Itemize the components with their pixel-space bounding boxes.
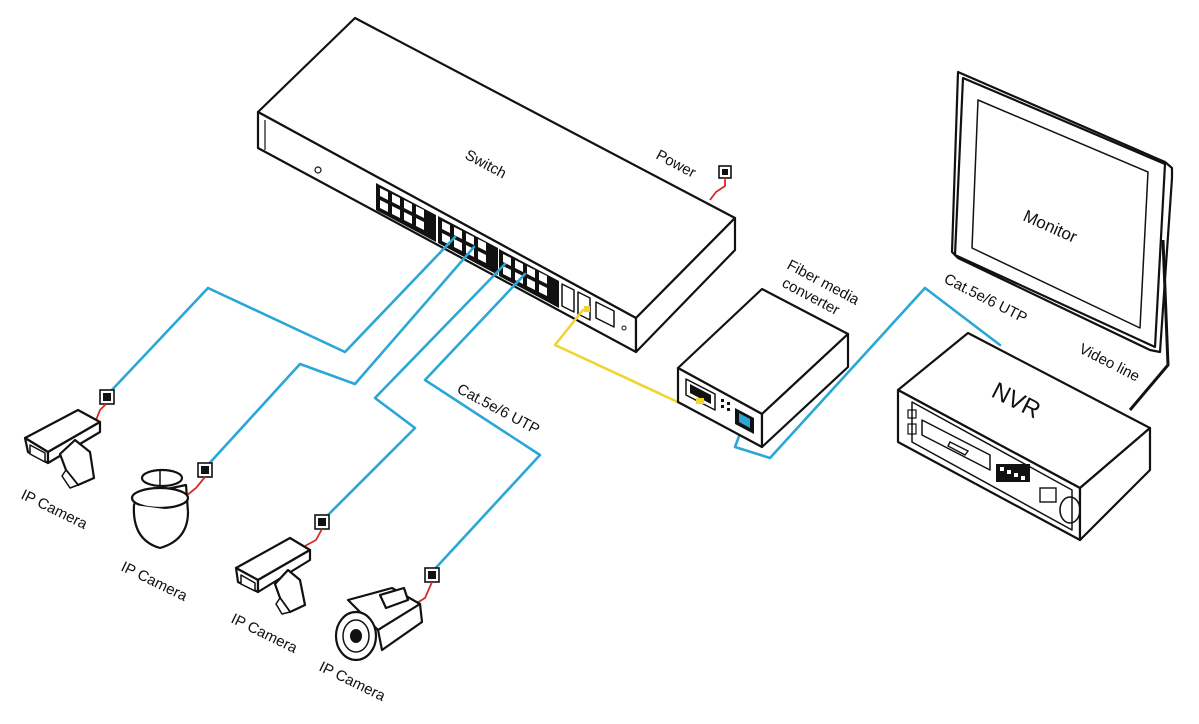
power-label: Power — [653, 147, 699, 182]
monitor-stand — [1128, 239, 1170, 411]
ip-camera-4 — [334, 586, 424, 662]
utp-cable-camera-3 — [321, 262, 507, 522]
wall-jack-4 — [424, 567, 440, 583]
wall-jack-2 — [197, 462, 213, 478]
switch-ports-group-1 — [376, 183, 436, 242]
wall-jack-3 — [314, 514, 330, 530]
fiber-media-converter — [676, 287, 850, 449]
ip-camera-3 — [234, 536, 312, 615]
ip-camera-2 — [130, 468, 190, 550]
ip-camera-2-label: IP Camera — [118, 558, 190, 605]
switch-ports-group-2 — [438, 216, 498, 275]
switch-ports-group-3 — [499, 249, 559, 308]
ip-camera-1-label: IP Camera — [18, 486, 90, 533]
cat-cable-label-left: Cat.5e/6 UTP — [454, 381, 542, 439]
nvr-device — [896, 331, 1152, 542]
patch-lead-1 — [95, 403, 107, 421]
patch-lead-3 — [304, 528, 323, 547]
ip-camera-1 — [23, 408, 102, 489]
utp-cable-camera-4 — [423, 272, 542, 574]
power-cable — [709, 178, 726, 201]
wall-jack-1 — [99, 389, 115, 405]
patch-lead-2 — [185, 476, 206, 497]
utp-cable-camera-1 — [108, 235, 457, 394]
power-outlet — [718, 165, 732, 179]
utp-cable-camera-2 — [204, 245, 476, 469]
switch-device — [256, 16, 737, 354]
utp-cable-nvr — [733, 286, 1002, 460]
video-line-label: Video line — [1076, 340, 1142, 385]
monitor — [950, 70, 1174, 411]
ip-camera-3-label: IP Camera — [228, 610, 300, 657]
ip-camera-4-label: IP Camera — [316, 658, 388, 705]
